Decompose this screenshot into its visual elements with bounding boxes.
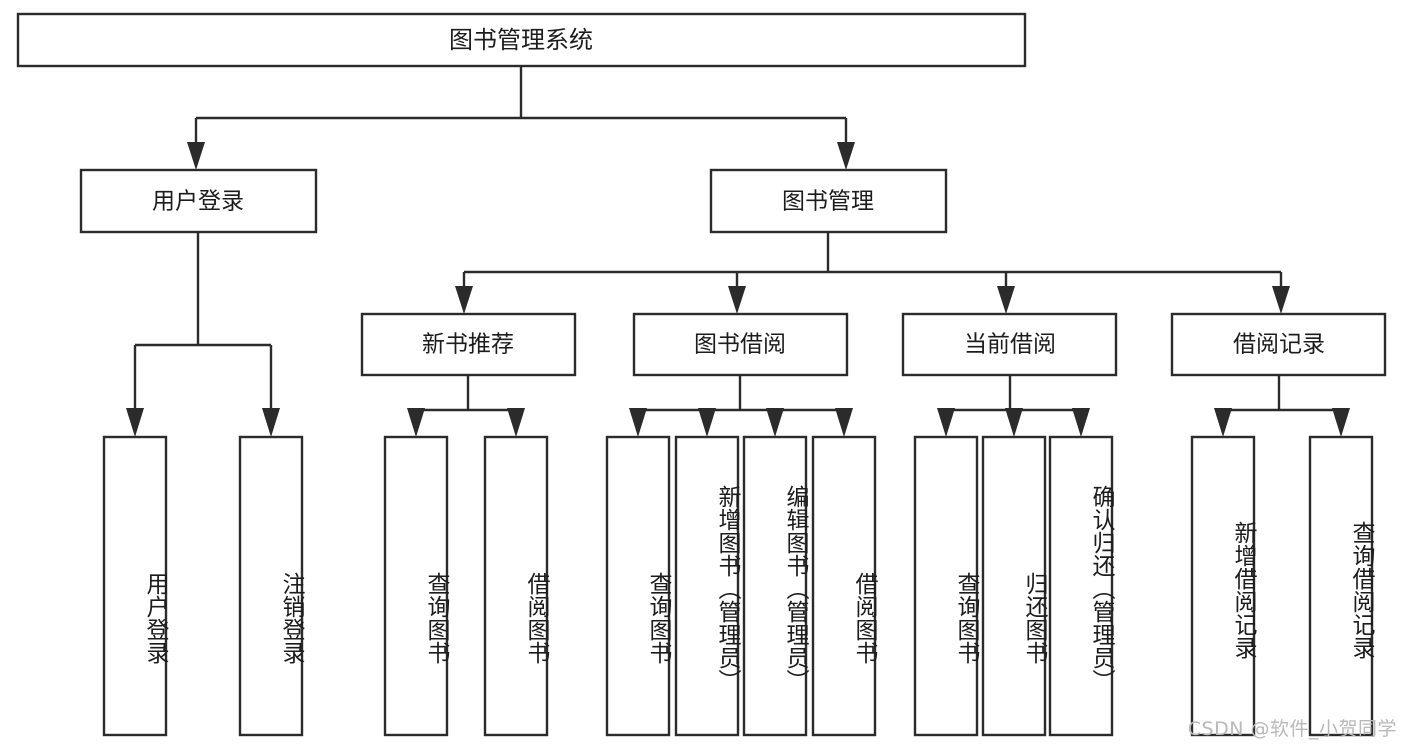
node-user-login[interactable]: 用户登录 <box>79 168 318 234</box>
node-root[interactable]: 图书管理系统 <box>16 12 1027 68</box>
node-borrow-record[interactable]: 借阅记录 <box>1170 312 1387 377</box>
connector-bookborrow-to-leaves <box>629 375 853 437</box>
node-current-borrow[interactable]: 当前借阅 <box>901 312 1118 377</box>
leaf-box-borrow-book-1[interactable] <box>483 435 549 737</box>
connector-root-to-level2 <box>187 66 855 170</box>
leaf-box-query-book-1[interactable] <box>383 435 449 737</box>
node-book-borrow-label: 图书借阅 <box>694 332 786 358</box>
leaf-box-user-login[interactable] <box>102 435 168 737</box>
node-new-book-recommend[interactable]: 新书推荐 <box>360 312 577 377</box>
connector-borrowrecord-to-leaves <box>1214 375 1350 437</box>
node-book-management-label: 图书管理 <box>782 189 874 215</box>
leaf-box-query-book-3[interactable] <box>913 435 979 737</box>
leaf-box-return-book[interactable] <box>981 435 1047 737</box>
leaf-box-confirm-return[interactable] <box>1048 435 1114 737</box>
csdn-watermark: CSDN @软件_小贺同学 <box>1187 718 1397 740</box>
connector-bookmgmt-to-level3 <box>455 232 1290 314</box>
node-user-login-label: 用户登录 <box>152 189 244 215</box>
leaf-box-logout[interactable] <box>238 435 304 737</box>
leaf-box-add-record[interactable] <box>1190 435 1256 737</box>
leaf-box-add-book[interactable] <box>674 435 740 737</box>
connector-userlogin-to-leaves <box>126 232 280 437</box>
connector-newbook-to-leaves <box>407 375 525 437</box>
leaf-box-edit-book[interactable] <box>742 435 808 737</box>
node-new-book-recommend-label: 新书推荐 <box>422 332 514 358</box>
node-book-borrow[interactable]: 图书借阅 <box>632 312 849 377</box>
node-borrow-record-label: 借阅记录 <box>1233 332 1325 358</box>
connector-currentborrow-to-leaves <box>937 375 1090 437</box>
leaf-box-borrow-book-2[interactable] <box>811 435 877 737</box>
leaf-boxes <box>102 435 1374 737</box>
node-book-management[interactable]: 图书管理 <box>709 168 948 234</box>
node-root-label: 图书管理系统 <box>449 26 593 54</box>
leaf-box-query-book-2[interactable] <box>605 435 671 737</box>
node-current-borrow-label: 当前借阅 <box>964 332 1056 358</box>
leaf-box-query-record[interactable] <box>1308 435 1374 737</box>
